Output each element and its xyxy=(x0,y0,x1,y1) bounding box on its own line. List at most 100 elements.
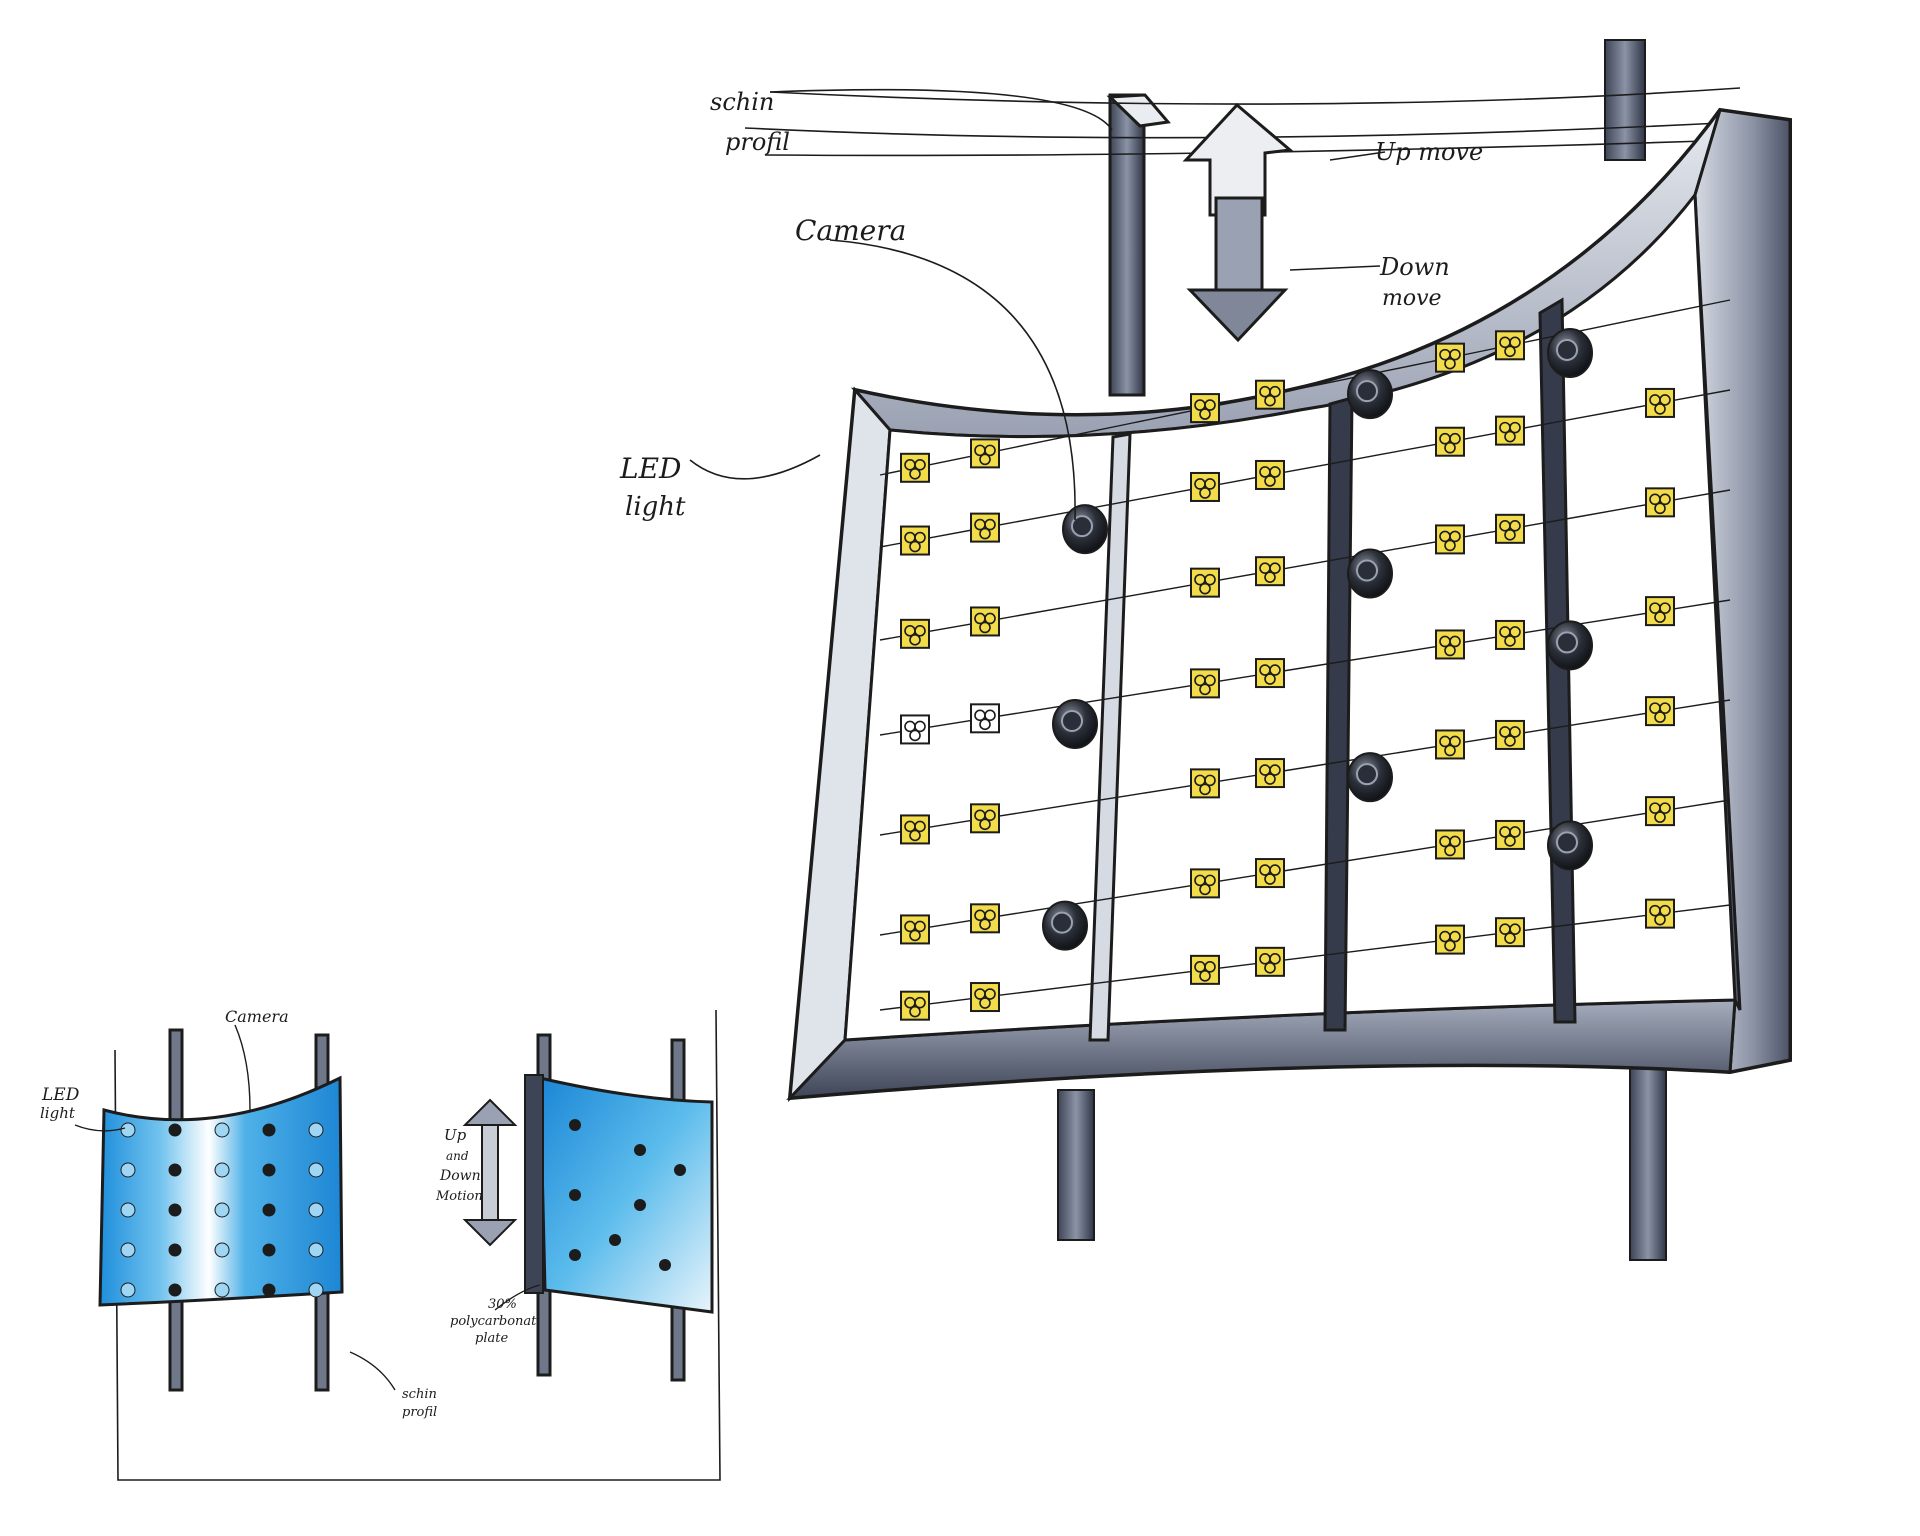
led-module xyxy=(900,714,930,745)
cameras xyxy=(1042,327,1593,951)
camera-icon xyxy=(1052,699,1098,750)
small-label-led: LED xyxy=(41,1085,80,1105)
led-module xyxy=(970,982,1000,1013)
small-camera-dot xyxy=(634,1144,646,1156)
small-camera-dot xyxy=(262,1123,276,1137)
led-module xyxy=(970,803,1000,834)
small-led-dot xyxy=(308,1242,324,1258)
small-label-and: and xyxy=(446,1149,469,1163)
led-module xyxy=(1645,796,1675,827)
led-module xyxy=(1255,658,1285,689)
annotation-leaders xyxy=(689,88,1386,521)
led-module xyxy=(1255,459,1285,490)
main-display-sketch: schin profil Up move Down move Camera LE… xyxy=(619,39,1792,1261)
small-led-dot xyxy=(308,1202,324,1218)
small-label-profil: profil xyxy=(402,1405,437,1420)
led-module xyxy=(1495,330,1525,361)
camera-icon xyxy=(1347,369,1393,420)
led-module xyxy=(1645,898,1675,929)
left-post-top xyxy=(1108,93,1146,397)
led-wire xyxy=(879,904,1731,1011)
led-module xyxy=(1190,393,1220,424)
small-led-dot xyxy=(214,1122,230,1138)
led-module xyxy=(1495,513,1525,544)
led-module xyxy=(1645,487,1675,518)
small-label-plate-pct: 30% xyxy=(488,1297,517,1312)
small-label-plate-mat: polycarbonat xyxy=(450,1314,537,1329)
led-module xyxy=(1190,668,1220,699)
small-label-light: light xyxy=(40,1104,76,1122)
small-led-dots xyxy=(120,1119,686,1298)
led-wire xyxy=(879,489,1731,641)
camera-icon xyxy=(1547,820,1593,871)
small-up-down-arrow xyxy=(462,1098,518,1247)
small-camera-dot xyxy=(674,1164,686,1176)
led-wire xyxy=(879,699,1731,836)
led-module xyxy=(1190,768,1220,799)
camera-icon xyxy=(1347,752,1393,803)
small-led-dot xyxy=(214,1282,230,1298)
small-camera-dot xyxy=(569,1119,581,1131)
led-wire xyxy=(879,599,1731,736)
small-label-schin: schin xyxy=(402,1387,437,1402)
led-module xyxy=(1435,829,1465,860)
camera-icon xyxy=(1042,900,1088,951)
small-led-dot xyxy=(120,1202,136,1218)
led-module xyxy=(1495,719,1525,750)
camera-icon xyxy=(1547,327,1593,378)
label-down: Down xyxy=(1379,253,1450,281)
led-module xyxy=(1495,917,1525,948)
right-post-bottom xyxy=(1629,1059,1667,1261)
led-module xyxy=(970,903,1000,934)
small-up-arrow-icon xyxy=(462,1098,518,1126)
small-camera-dot xyxy=(168,1163,182,1177)
led-module xyxy=(900,914,930,945)
small-label-camera: Camera xyxy=(225,1007,289,1026)
led-module xyxy=(970,703,1000,734)
led-module xyxy=(1435,524,1465,555)
led-module xyxy=(1495,619,1525,650)
small-camera-dot xyxy=(168,1243,182,1257)
small-led-dot xyxy=(120,1162,136,1178)
small-camera-dot xyxy=(569,1189,581,1201)
led-module xyxy=(1645,387,1675,418)
small-panel-back-edge xyxy=(524,1074,544,1294)
label-move: move xyxy=(1382,286,1442,311)
small-led-dot xyxy=(120,1282,136,1298)
camera-icon xyxy=(1347,548,1393,599)
small-concept-sketch: Camera LED light Up and Down Motion 30% … xyxy=(40,1007,721,1481)
small-camera-dot xyxy=(168,1123,182,1137)
small-panel-back xyxy=(538,1076,714,1314)
led-module xyxy=(970,606,1000,637)
small-label-down: Down xyxy=(439,1168,481,1184)
led-module xyxy=(1435,342,1465,373)
right-post-top xyxy=(1604,39,1646,161)
led-module xyxy=(1190,471,1220,502)
small-label-motion: Motion xyxy=(435,1189,483,1204)
small-camera-dot xyxy=(262,1243,276,1257)
label-camera: Camera xyxy=(795,214,906,247)
small-label-up: Up xyxy=(444,1126,467,1144)
small-camera-dot xyxy=(168,1203,182,1217)
led-module xyxy=(1435,924,1465,955)
led-module xyxy=(1645,696,1675,727)
led-module xyxy=(1645,596,1675,627)
camera-icon xyxy=(1062,504,1108,555)
small-led-dot xyxy=(120,1242,136,1258)
led-module xyxy=(1255,379,1285,410)
label-light: light xyxy=(625,492,686,522)
label-schin: schin xyxy=(710,88,774,116)
led-module xyxy=(1435,426,1465,457)
led-module xyxy=(1435,729,1465,760)
led-module xyxy=(1255,758,1285,789)
camera-icon xyxy=(1547,620,1593,671)
small-camera-dot xyxy=(168,1283,182,1297)
frame-right-band xyxy=(1693,108,1792,1074)
small-panel-front xyxy=(98,1075,344,1307)
small-led-dot xyxy=(308,1122,324,1138)
support-posts xyxy=(1057,39,1667,1261)
small-led-dot xyxy=(214,1162,230,1178)
led-modules xyxy=(900,330,1675,1021)
small-leaders xyxy=(74,1024,541,1391)
